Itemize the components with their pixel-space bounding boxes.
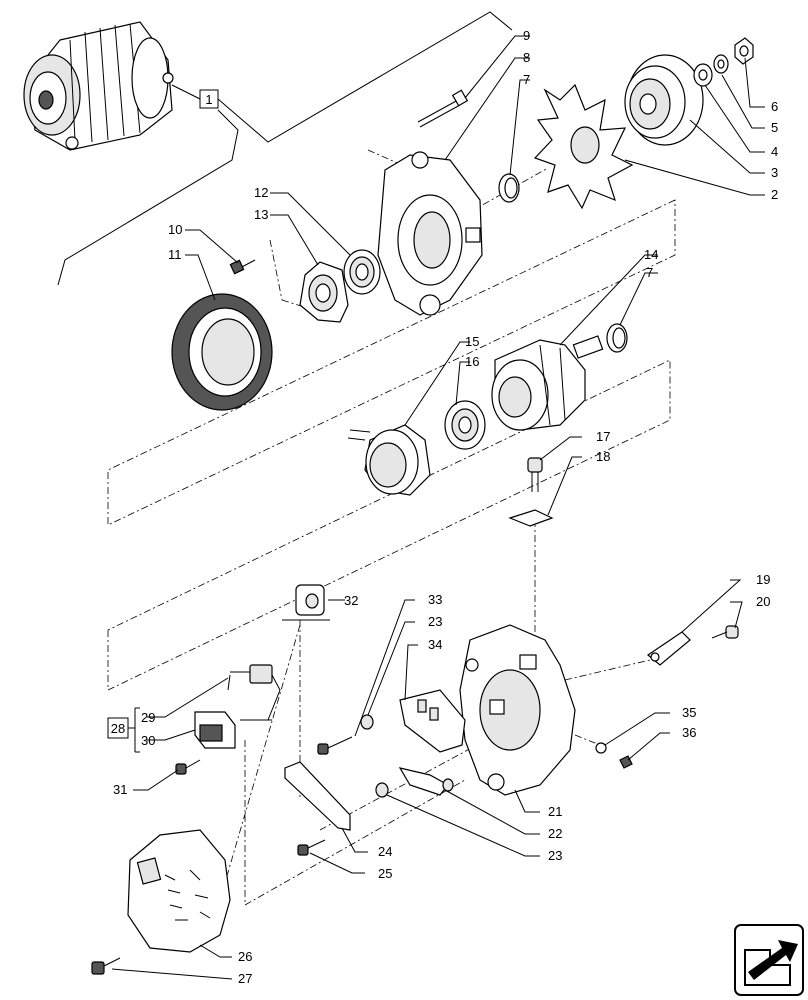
callout-20: 20	[756, 594, 770, 609]
part-24-strip	[284, 761, 351, 831]
callout-33: 33	[428, 592, 442, 607]
callout-27: 27	[238, 971, 252, 986]
callout-16: 16	[465, 354, 479, 369]
callout-8: 8	[523, 50, 530, 65]
part-2-fan	[533, 83, 634, 210]
alternator-assembly	[23, 21, 174, 151]
part-20-screw	[711, 625, 739, 639]
part-16-bearing	[444, 400, 486, 450]
part-25-screw	[297, 839, 326, 856]
part-11-stator	[171, 293, 273, 411]
callout-7-top: 7	[523, 72, 530, 87]
part-31-screw	[175, 759, 201, 775]
callout-4: 4	[771, 144, 778, 159]
callout-17: 17	[596, 429, 610, 444]
callout-23-top: 23	[428, 614, 442, 629]
part-10-screw	[229, 259, 256, 275]
callout-34: 34	[428, 637, 442, 652]
part-30-regulator	[194, 711, 236, 749]
part-13-bearing-plate	[299, 261, 349, 323]
callout-2: 2	[771, 187, 778, 202]
part-9-screw	[417, 89, 469, 128]
callout-25: 25	[378, 866, 392, 881]
part-3-pulley	[624, 54, 704, 146]
callout-14: 14	[644, 247, 658, 262]
part-34-brush-holder	[399, 689, 466, 753]
part-22-diode	[398, 767, 454, 796]
part-26-rear-cover	[127, 829, 231, 953]
callout-30: 30	[141, 733, 155, 748]
callout-15: 15	[465, 334, 479, 349]
part-29-harness	[227, 664, 281, 721]
part-19-terminal	[647, 631, 691, 666]
part-17-screw	[527, 457, 543, 492]
part-14-rotor	[491, 335, 604, 431]
part-32-grommet	[295, 584, 325, 616]
callout-19: 19	[756, 572, 770, 587]
callout-7-mid: 7	[646, 265, 653, 280]
callout-10: 10	[168, 222, 182, 237]
callout-21: 21	[548, 804, 562, 819]
part-35-washer	[595, 742, 607, 754]
callout-5: 5	[771, 120, 778, 135]
part-23-bushing-bottom	[375, 782, 389, 798]
callout-3: 3	[771, 165, 778, 180]
callout-36: 36	[682, 725, 696, 740]
callout-6: 6	[771, 99, 778, 114]
part-27-screw	[91, 957, 121, 975]
callout-12: 12	[254, 185, 268, 200]
callout-29: 29	[141, 710, 155, 725]
callout-9: 9	[523, 28, 530, 43]
callout-31: 31	[113, 782, 127, 797]
callout-24: 24	[378, 844, 392, 859]
part-23-bushing-top	[360, 714, 374, 730]
part-33-screw	[317, 736, 353, 755]
part-15-slip-ring	[347, 424, 431, 496]
part-8-drive-end-frame	[377, 151, 483, 316]
part-12-bearing	[343, 249, 381, 295]
callout-18: 18	[596, 449, 610, 464]
callout-22: 22	[548, 826, 562, 841]
part-21-rear-frame	[459, 624, 576, 796]
callout-26: 26	[238, 949, 252, 964]
navigation-arrow-icon[interactable]	[734, 924, 804, 996]
callout-32: 32	[344, 593, 358, 608]
callout-1: 1	[205, 92, 212, 107]
part-18-clip	[508, 509, 554, 527]
callout-35: 35	[682, 705, 696, 720]
callout-13: 13	[254, 207, 268, 222]
callout-11: 11	[168, 247, 182, 262]
callout-23-bottom: 23	[548, 848, 562, 863]
callout-28: 28	[111, 721, 125, 736]
